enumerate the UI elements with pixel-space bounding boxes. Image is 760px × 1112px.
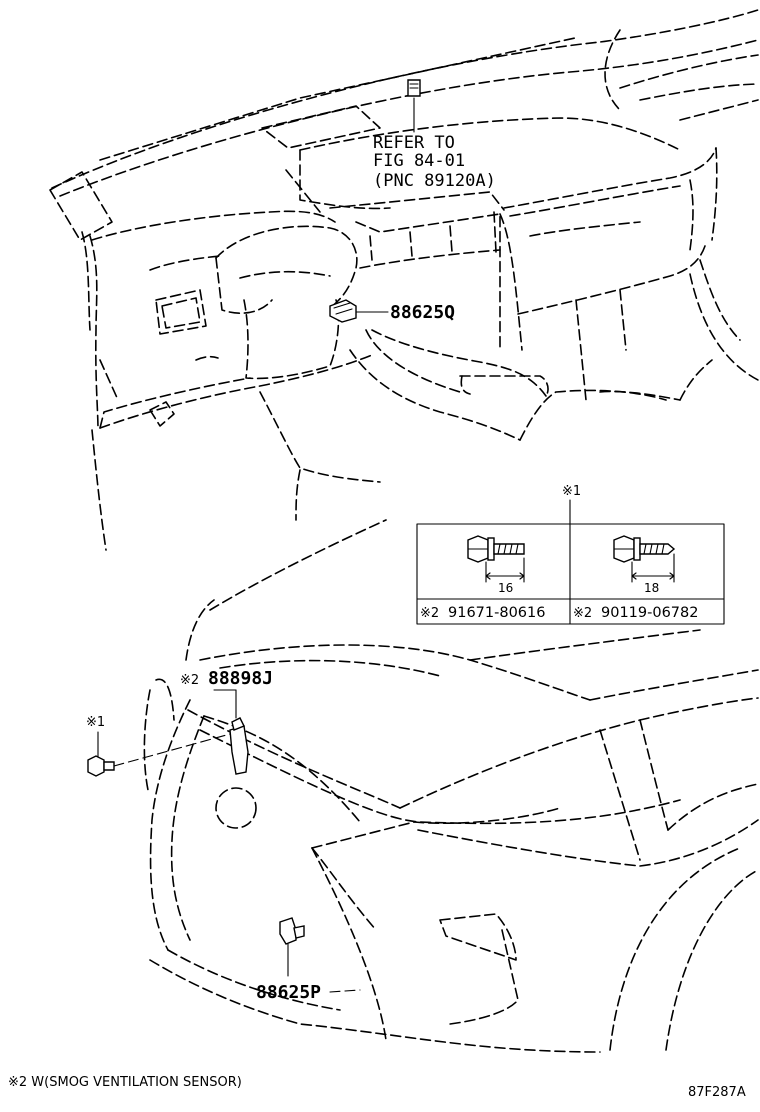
part-mark-2: ※2	[573, 606, 592, 621]
lower-sensor-part	[279, 917, 305, 977]
fastener-table: ※1 16 18 ※2 91671-80616 ※2	[416, 484, 725, 625]
part-mark-1: ※2	[420, 606, 439, 621]
table-header-mark: ※1	[562, 484, 581, 499]
refer-note-line1: REFER TO	[373, 133, 455, 153]
callout-88898J: 88898J	[208, 668, 273, 689]
bolt-drawing-2	[613, 535, 676, 583]
refer-note-line2: FIG 84-01	[373, 151, 465, 171]
bolt-drawing-1	[467, 535, 525, 583]
part-number-2: 90119-06782	[601, 605, 699, 621]
car-front-outline	[143, 519, 759, 1053]
part-number-1: 91671-80616	[448, 605, 546, 621]
dashboard-outline	[49, 9, 759, 551]
dimension-1: 16	[498, 581, 513, 595]
refer-pointer	[407, 79, 421, 133]
callout-88625P: 88625P	[256, 982, 321, 1003]
figure-code: 87F287A	[688, 1085, 746, 1100]
bolt-part: ※1	[86, 715, 231, 777]
footnote: ※2 W(SMOG VENTILATION SENSOR)	[8, 1075, 242, 1090]
grille-bracket-part	[213, 689, 249, 775]
upper-sensor-part	[329, 299, 389, 323]
dimension-2: 18	[644, 581, 659, 595]
callout-88625Q: 88625Q	[390, 302, 455, 323]
refer-note-line3: (PNC 89120A)	[373, 171, 496, 191]
bolt-mark: ※1	[86, 715, 105, 730]
grille-bracket-mark: ※2	[180, 673, 199, 688]
